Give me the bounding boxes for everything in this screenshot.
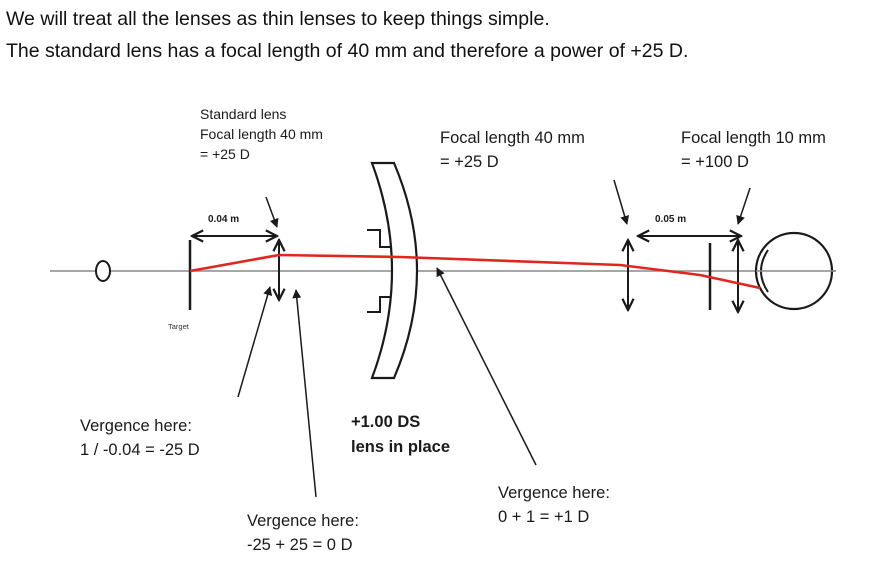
middle-lens-power: = +25 D (440, 153, 499, 171)
light-ray (189, 253, 761, 290)
trial-lens (367, 161, 419, 380)
target-label: Target (168, 322, 189, 331)
heading-line-2: The standard lens has a focal length of … (6, 40, 689, 62)
vergence-2-title: Vergence here: (247, 512, 359, 530)
vergence-2-value: -25 + 25 = 0 D (247, 536, 353, 554)
vergence-label-3: Vergence here: 0 + 1 = +1 D (498, 481, 610, 529)
vergence-1-value: 1 / -0.04 = -25 D (80, 441, 200, 459)
pointer-vergence-2 (292, 289, 317, 498)
trial-lens-label: +1.00 DS lens in place (351, 410, 450, 460)
vergence-label-1: Vergence here: 1 / -0.04 = -25 D (80, 414, 200, 462)
object-symbol (95, 260, 111, 282)
trial-lens-power: +1.00 DS (351, 413, 421, 431)
eye-lens-power: = +100 D (681, 153, 749, 171)
pointer-vergence-3 (436, 267, 537, 466)
standard-lens-focal: Focal length 40 mm (200, 126, 323, 142)
eye-lens-label: Focal length 10 mm = +100 D (681, 126, 826, 174)
standard-lens-label: Standard lens Focal length 40 mm = +25 D (200, 104, 323, 164)
middle-lens-label: Focal length 40 mm = +25 D (440, 126, 585, 174)
eye-lens-focal: Focal length 10 mm (681, 129, 826, 147)
distance-label-right: 0.05 m (655, 214, 687, 225)
standard-lens-title: Standard lens (200, 106, 287, 122)
pointer-standard-lens (265, 196, 279, 228)
standard-lens-power: = +25 D (200, 146, 250, 162)
vergence-1-title: Vergence here: (80, 417, 192, 435)
vergence-3-value: 0 + 1 = +1 D (498, 508, 590, 526)
eye-symbol (754, 231, 836, 311)
pointer-vergence-1 (237, 286, 273, 398)
trial-lens-note: lens in place (351, 438, 451, 456)
pointer-middle-lens (613, 179, 630, 225)
pointer-eye-lens (736, 187, 751, 225)
heading-line-1: We will treat all the lenses as thin len… (6, 8, 550, 30)
vergence-label-2: Vergence here: -25 + 25 = 0 D (247, 509, 359, 557)
distance-label-left: 0.04 m (208, 214, 240, 225)
vergence-3-title: Vergence here: (498, 484, 610, 502)
middle-lens-focal: Focal length 40 mm (440, 129, 585, 147)
